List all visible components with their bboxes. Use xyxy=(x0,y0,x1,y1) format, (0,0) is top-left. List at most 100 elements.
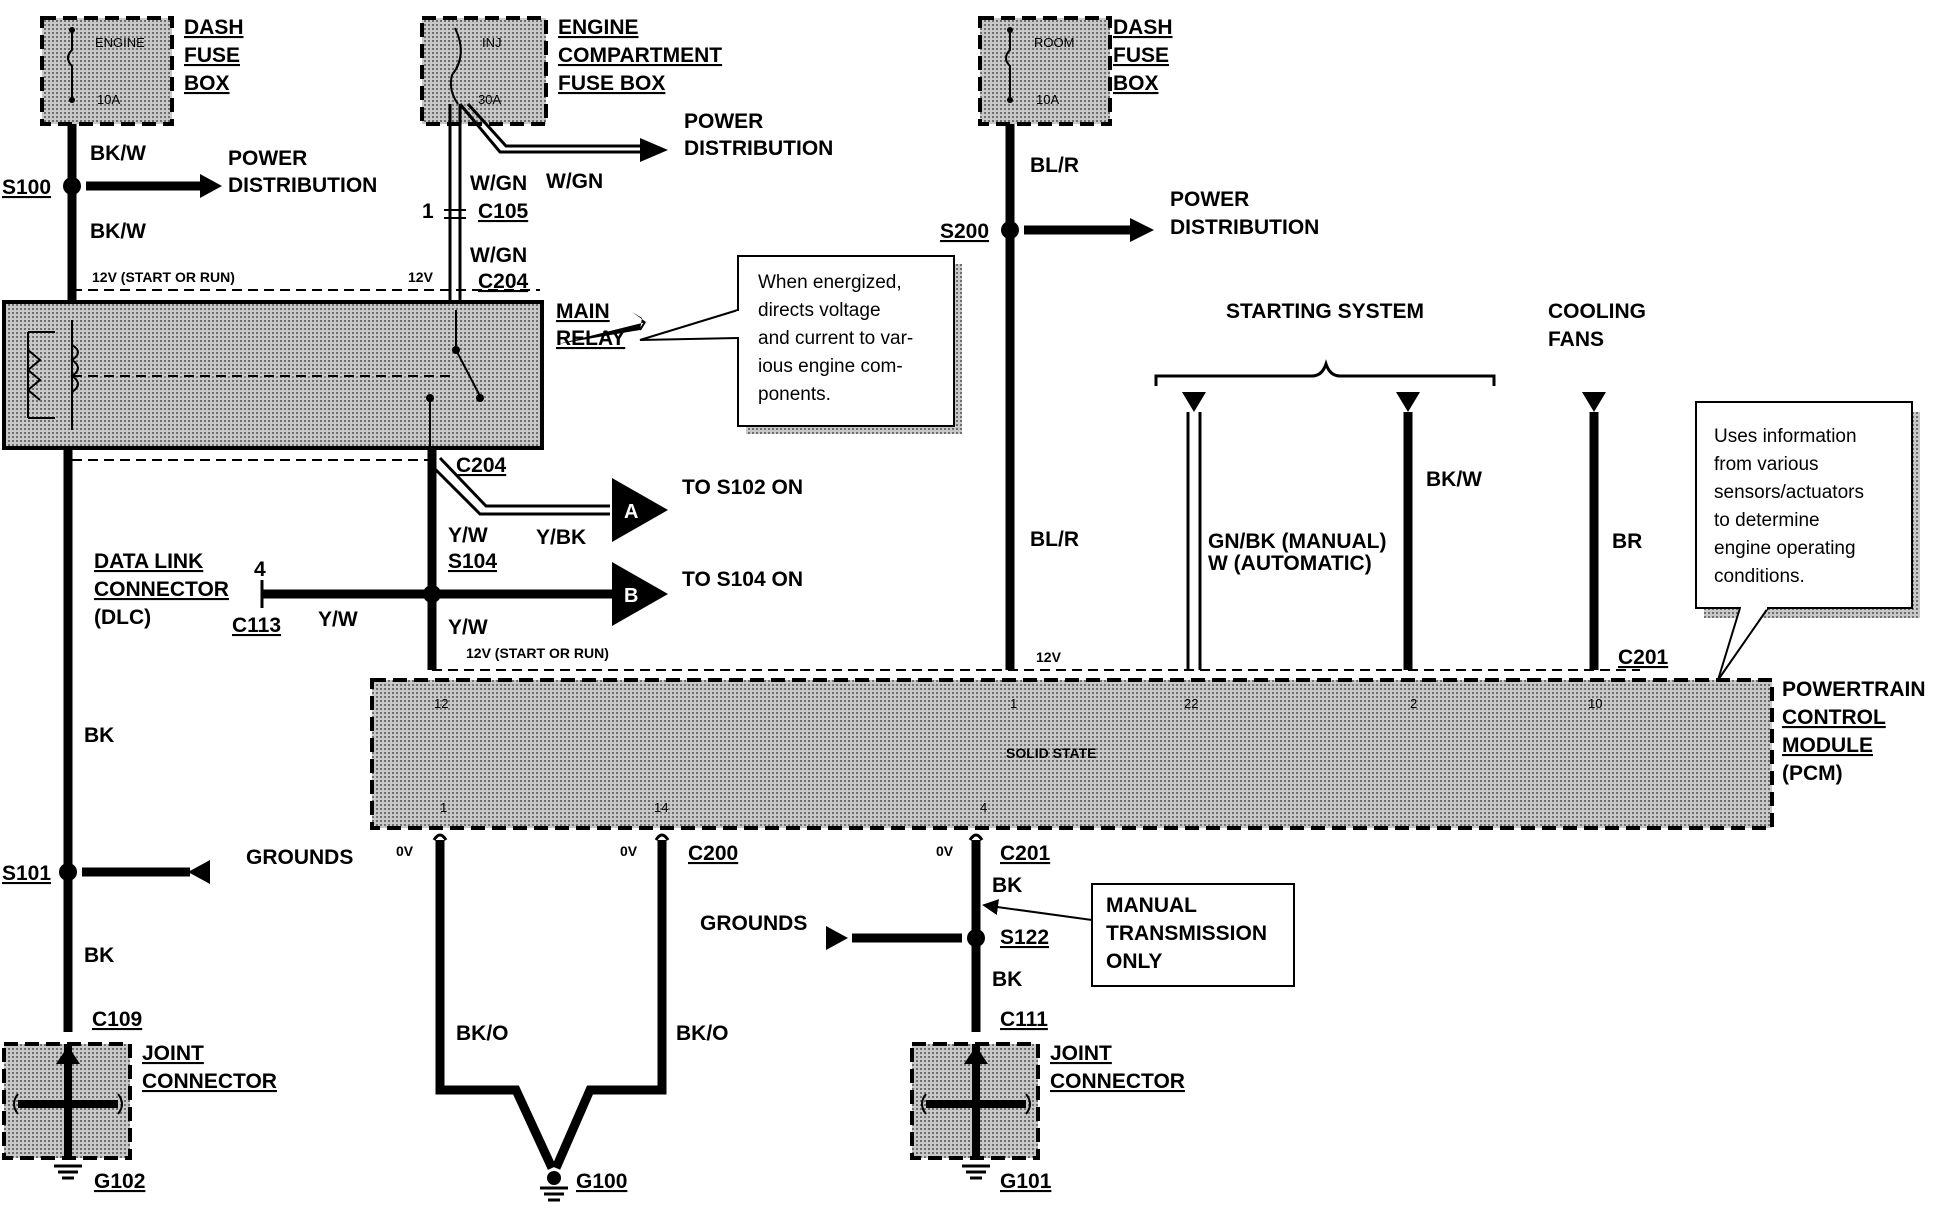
connector-label: C113 xyxy=(232,614,281,637)
wire-label: Y/BK xyxy=(536,526,586,549)
relay-note-line: ponents. xyxy=(758,384,831,405)
joint-connector-label: CONNECTOR xyxy=(1050,1070,1185,1093)
solid-state-label: SOLID STATE xyxy=(1006,745,1096,761)
connector-label: C204 xyxy=(478,270,529,293)
fuse-box-title: BOX xyxy=(184,72,230,95)
pcm-note-line: to determine xyxy=(1714,510,1820,531)
fuse-box-title: COMPARTMENT xyxy=(558,44,722,67)
connector-label: C200 xyxy=(688,842,738,865)
wire-bko-left xyxy=(435,840,557,1170)
relay-note-line: When energized, xyxy=(758,272,902,293)
manual-note-line: ONLY xyxy=(1106,950,1162,973)
cooling-fans-label: COOLING xyxy=(1548,300,1646,323)
power-distribution-label: POWER xyxy=(1170,188,1249,211)
connector-pin: 1 xyxy=(422,200,434,223)
wire-label: BL/R xyxy=(1030,154,1079,177)
joint-connector-right: JOINT CONNECTOR G101 xyxy=(910,1042,1185,1193)
joint-connector-left: JOINT CONNECTOR G102 xyxy=(2,1042,277,1193)
relay-title: MAIN xyxy=(556,300,610,323)
pcm-pin: 22 xyxy=(1184,696,1198,711)
off-page-text: TO S104 ON xyxy=(682,568,803,591)
power-distribution-label: DISTRIBUTION xyxy=(1170,216,1319,239)
wire-label: BK/W xyxy=(90,142,146,165)
fuse-name: ENGINE xyxy=(95,35,145,50)
relay-note-line: directs voltage xyxy=(758,300,881,321)
voltage-label: 12V xyxy=(408,269,434,285)
wire-label: BK/O xyxy=(456,1022,509,1045)
wire-label: W/GN xyxy=(470,244,527,267)
connector-label: C204 xyxy=(456,454,507,477)
dlc-label: CONNECTOR xyxy=(94,578,229,601)
manual-note-line: MANUAL xyxy=(1106,894,1197,917)
pcm-note-line: Uses information xyxy=(1714,426,1857,447)
pcm-pin: 12 xyxy=(434,696,448,711)
fuse-box-title: DASH xyxy=(1113,16,1173,39)
wire-label: Y/W xyxy=(448,616,488,639)
pcm-pin: 14 xyxy=(654,800,668,815)
grounds-label: GROUNDS xyxy=(246,846,353,869)
engine-compartment-fuse-box: INJ 30A ENGINE COMPARTMENT FUSE BOX xyxy=(420,16,722,126)
joint-connector-label: JOINT xyxy=(142,1042,204,1065)
connector-label: C109 xyxy=(92,1008,142,1031)
voltage-label: 0V xyxy=(396,843,414,859)
power-distribution-label: DISTRIBUTION xyxy=(684,137,833,160)
wire-label: BK/W xyxy=(1426,468,1482,491)
pcm-note-callout: Uses information from various sensors/ac… xyxy=(1695,401,1920,681)
wire-label: W/GN xyxy=(546,170,603,193)
pcm-pin: 4 xyxy=(980,800,987,815)
voltage-label: 0V xyxy=(936,843,954,859)
power-distribution-label: POWER xyxy=(684,110,763,133)
pcm-pin: 1 xyxy=(1010,696,1017,711)
pcm-note-line: conditions. xyxy=(1714,566,1805,587)
connector-label: C201 xyxy=(1618,646,1669,669)
starting-system-label: STARTING SYSTEM xyxy=(1226,300,1424,323)
fuse-box-title: FUSE BOX xyxy=(558,72,665,95)
wire-label: Y/W xyxy=(318,608,358,631)
ground-label: G102 xyxy=(94,1170,145,1193)
connector-label: C105 xyxy=(478,200,529,223)
fuse-box-title: ENGINE xyxy=(558,16,639,39)
power-distribution-label: POWER xyxy=(228,147,307,170)
fuse-box-title: FUSE xyxy=(1113,44,1169,67)
dlc-label: DATA LINK xyxy=(94,550,203,573)
voltage-label: 12V xyxy=(1036,649,1062,665)
ground-label: G101 xyxy=(1000,1170,1052,1193)
powertrain-control-module: 12 1 22 2 10 SOLID STATE 1 14 4 POWERTRA… xyxy=(370,678,1926,830)
manual-note-line: TRANSMISSION xyxy=(1106,922,1267,945)
fuse-name: INJ xyxy=(482,35,502,50)
manual-transmission-note: MANUAL TRANSMISSION ONLY xyxy=(982,883,1295,987)
grounds-label: GROUNDS xyxy=(700,912,807,935)
pcm-title: (PCM) xyxy=(1782,762,1843,785)
wire-label: BK xyxy=(84,724,114,747)
connector-label: C111 xyxy=(1000,1008,1048,1031)
off-page-text: TO S102 ON xyxy=(682,476,803,499)
splice-label: S122 xyxy=(1000,926,1049,949)
wire-label: Y/W xyxy=(448,524,488,547)
fuse-name: ROOM xyxy=(1034,35,1074,50)
off-page-marker: B xyxy=(624,585,638,607)
main-relay: MAIN RELAY xyxy=(2,300,625,450)
connector-pin: 4 xyxy=(254,558,266,581)
fuse-rating: 30A xyxy=(478,92,501,107)
wire-label: W (AUTOMATIC) xyxy=(1208,552,1372,575)
wire-label: BK xyxy=(992,874,1022,897)
wire-label: W/GN xyxy=(470,172,527,195)
dash-fuse-box-right: ROOM 10A DASH FUSE BOX xyxy=(978,16,1173,126)
wire-label: BR xyxy=(1612,530,1642,553)
fuse-rating: 10A xyxy=(1036,92,1059,107)
pcm-note-line: from various xyxy=(1714,454,1819,475)
fuse-box-title: BOX xyxy=(1113,72,1159,95)
power-distribution-label: DISTRIBUTION xyxy=(228,174,377,197)
wire-bko-right xyxy=(551,840,667,1170)
voltage-label: 0V xyxy=(620,843,638,859)
pcm-pin: 1 xyxy=(440,800,447,815)
dlc-label: (DLC) xyxy=(94,606,151,629)
pcm-pin: 2 xyxy=(1410,696,1417,711)
cooling-fans-label: FANS xyxy=(1548,328,1604,351)
pcm-title: MODULE xyxy=(1782,734,1873,757)
wire-label: BK xyxy=(992,968,1022,991)
dash-fuse-box-left: ENGINE 10A DASH FUSE BOX xyxy=(40,16,244,126)
splice-label: S100 xyxy=(2,176,51,199)
connector-label: C201 xyxy=(1000,842,1051,865)
pcm-note-line: engine operating xyxy=(1714,538,1856,559)
